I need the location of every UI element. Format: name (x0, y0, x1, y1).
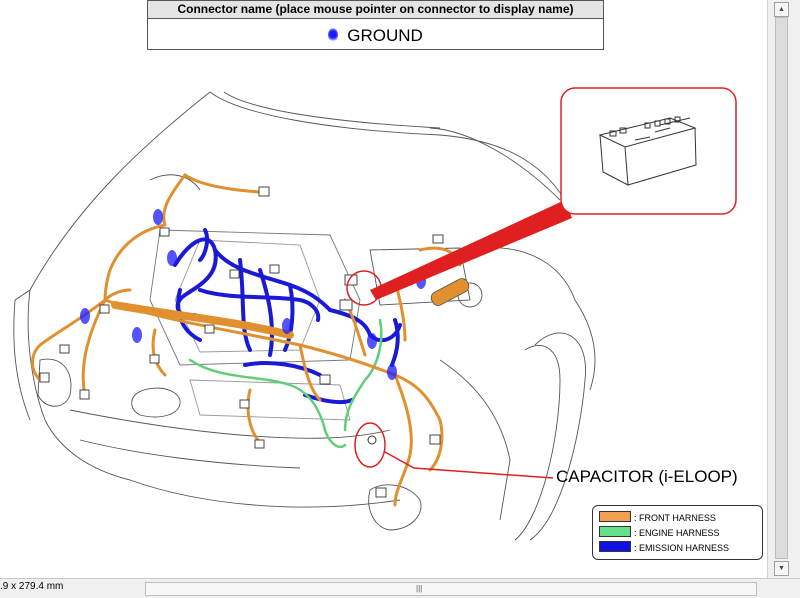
wiring-diagram (13, 87, 737, 541)
scroll-up-arrow-icon[interactable]: ▲ (774, 2, 789, 17)
alternator (430, 278, 470, 306)
scroll-grip-icon[interactable]: ||| (416, 584, 423, 593)
legend-label: : ENGINE HARNESS (634, 528, 720, 538)
ground-label: GROUND (347, 26, 423, 45)
legend-label: : EMISSION HARNESS (634, 543, 730, 553)
capacitor-callout (354, 422, 554, 479)
harness-legend: : FRONT HARNESS : ENGINE HARNESS : EMISS… (592, 505, 763, 560)
legend-item-engine-harness: : ENGINE HARNESS (599, 526, 720, 538)
ground-marker-icon (328, 28, 339, 42)
vertical-scroll-thumb[interactable] (775, 17, 788, 559)
front-harness-main-bundle (111, 301, 294, 339)
vertical-scrollbar[interactable]: ▲ ▼ (767, 0, 800, 578)
scroll-down-arrow-icon[interactable]: ▼ (774, 561, 789, 576)
legend-swatch-emission-harness (599, 541, 631, 552)
legend-item-front-harness: : FRONT HARNESS (599, 511, 716, 523)
legend-label: : FRONT HARNESS (634, 513, 716, 523)
emission-harness (173, 228, 402, 405)
legend-swatch-engine-harness (599, 526, 631, 537)
status-bar: .9 x 279.4 mm ||| (0, 578, 800, 598)
car-outline (13, 91, 596, 541)
horizontal-scrollbar[interactable]: ||| (145, 582, 757, 596)
legend-swatch-front-harness (599, 511, 631, 522)
connector-name-panel: Connector name (place mouse pointer on c… (147, 0, 604, 50)
engine-harness (188, 318, 383, 449)
legend-item-emission-harness: : EMISSION HARNESS (599, 541, 729, 553)
page-size-readout: .9 x 279.4 mm (0, 581, 64, 592)
connectors (39, 186, 444, 498)
ground-points (80, 209, 426, 380)
battery-callout (346, 87, 737, 306)
diagram-viewport: Connector name (place mouse pointer on c… (13, 0, 763, 560)
connector-name-display: GROUND (148, 25, 603, 47)
capacitor-label: CAPACITOR (i-ELOOP) (556, 467, 738, 486)
connector-name-title: Connector name (place mouse pointer on c… (148, 1, 603, 19)
